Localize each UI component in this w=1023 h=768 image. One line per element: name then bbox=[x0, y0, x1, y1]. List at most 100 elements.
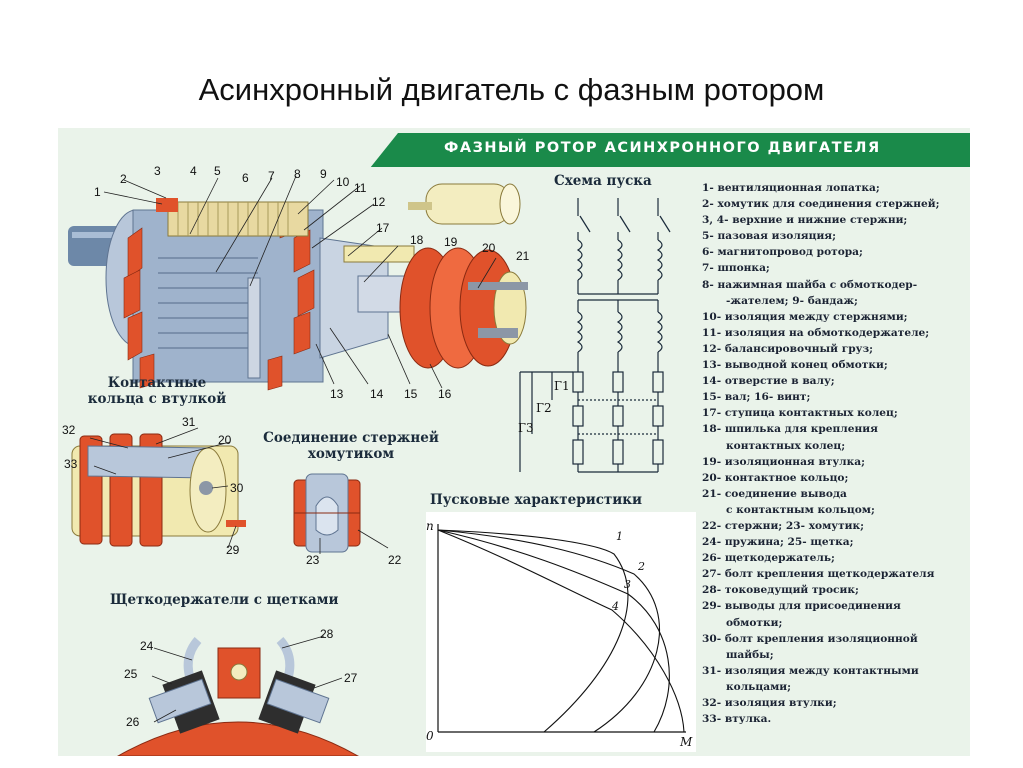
legend-item: 27- болт крепления щеткодержателя bbox=[702, 568, 935, 581]
curve-label-3: 3 bbox=[624, 578, 631, 591]
title-slip-rings-line2: кольца с втулкой bbox=[87, 391, 227, 407]
rotor-illustration bbox=[68, 183, 528, 391]
legend-item: 5- пазовая изоляция; bbox=[702, 230, 837, 243]
rotor-hub bbox=[319, 237, 389, 359]
banner-title: ФАЗНЫЙ РОТОР АСИНХРОННОГО ДВИГАТЕЛЯ bbox=[444, 140, 881, 156]
title-bar-joint-line2: хомутиком bbox=[307, 446, 395, 462]
legend-item: 21- соединение вывода bbox=[702, 487, 847, 500]
callout-6: 6 bbox=[242, 171, 249, 185]
chart-plot-area bbox=[426, 512, 696, 752]
legend-item: 22- стержни; 23- хомутик; bbox=[702, 519, 865, 532]
callout-11: 11 bbox=[354, 181, 367, 195]
poster-banner: ФАЗНЫЙ РОТОР АСИНХРОННОГО ДВИГАТЕЛЯ bbox=[58, 133, 970, 167]
start-scheme-circuit bbox=[519, 198, 671, 473]
callout-33: 33 bbox=[64, 457, 78, 471]
legend-item: 20- контактное кольцо; bbox=[702, 471, 849, 484]
scheme-labels: Г1 Г2 Г3 bbox=[518, 379, 570, 435]
callout-12: 12 bbox=[372, 195, 386, 209]
legend-item: 2- хомутик для соединения стержней; bbox=[702, 198, 940, 211]
callout-13: 13 bbox=[330, 387, 344, 401]
legend-item: шайбы; bbox=[726, 648, 774, 661]
brush-callouts: 24 28 25 27 26 bbox=[124, 627, 358, 729]
callout-15: 15 bbox=[404, 387, 418, 401]
callout-19: 19 bbox=[444, 235, 458, 249]
callout-17: 17 bbox=[376, 221, 390, 235]
chart-x-label: M bbox=[679, 735, 693, 749]
joint-callouts: 23 22 bbox=[306, 529, 402, 567]
callout-20: 20 bbox=[482, 241, 496, 255]
legend-item: 29- выводы для присоединения bbox=[702, 600, 901, 613]
legend-item: 6- магнитопровод ротора; bbox=[702, 246, 863, 259]
callout-2: 2 bbox=[120, 172, 127, 186]
shaft-highlight bbox=[72, 232, 120, 238]
brush-holder-illustration bbox=[116, 637, 360, 756]
slip-rings-illustration bbox=[71, 433, 246, 547]
title-bar-joint-line1: Соединение стержней bbox=[263, 430, 439, 446]
legend-item: 18- шпилька для крепления bbox=[702, 423, 878, 436]
legend-item: 19- изоляционная втулка; bbox=[702, 455, 866, 468]
title-slip-rings: Контактные кольца с втулкой bbox=[62, 375, 252, 407]
rotor-core-slots bbox=[158, 257, 258, 349]
title-start-scheme: Схема пуска bbox=[554, 173, 652, 189]
title-bar-joint: Соединение стержней хомутиком bbox=[256, 430, 446, 462]
legend-item: 33- втулка. bbox=[702, 713, 772, 726]
legend-item: 30- болт крепления изоляционной bbox=[702, 632, 918, 645]
callout-21: 21 bbox=[516, 249, 530, 263]
label-g2: Г2 bbox=[536, 401, 552, 415]
callout-7: 7 bbox=[268, 169, 275, 183]
curve-2 bbox=[437, 529, 660, 733]
legend-item: 24- пружина; 25- щетка; bbox=[702, 536, 854, 549]
callout-3: 3 bbox=[154, 164, 161, 178]
callout-27: 27 bbox=[344, 671, 358, 685]
callout-26: 26 bbox=[126, 715, 140, 729]
title-slip-rings-line1: Контактные bbox=[107, 375, 207, 391]
legend-item: с контактным кольцом; bbox=[726, 503, 875, 516]
legend-item: 7- шпонка; bbox=[702, 262, 770, 275]
title-start-characteristics: Пусковые характеристики bbox=[430, 492, 643, 508]
callout-1: 1 bbox=[94, 185, 101, 199]
legend-item: 17- ступица контактных колец; bbox=[702, 407, 898, 420]
insulating-sleeve-strip bbox=[343, 245, 415, 263]
legend-item: 13- выводной конец обмотки; bbox=[702, 359, 888, 372]
legend-item: 28- токоведущий тросик; bbox=[702, 584, 859, 597]
rotor-bandage bbox=[247, 277, 261, 379]
bar-joint-illustration bbox=[293, 473, 361, 553]
legend-item: кольцами; bbox=[726, 680, 792, 693]
legend-item: 14- отверстие в валу; bbox=[702, 375, 835, 388]
callout-18: 18 bbox=[410, 233, 424, 247]
legend-item: 32- изоляция втулки; bbox=[702, 697, 837, 709]
callout-5: 5 bbox=[214, 164, 221, 178]
label-g3: Г3 bbox=[518, 421, 534, 435]
callout-10: 10 bbox=[336, 175, 350, 189]
chart-origin-label: 0 bbox=[426, 729, 434, 743]
main-callouts: 1 2 3 4 5 6 7 8 9 10 11 12 13 14 15 16 1… bbox=[94, 164, 530, 401]
callout-24: 24 bbox=[140, 639, 154, 653]
legend-item: 12- балансировочный груз; bbox=[702, 342, 874, 355]
legend-item: 15- вал; 16- винт; bbox=[702, 391, 811, 404]
chart-curves bbox=[437, 529, 685, 733]
legend-item: 1- вентиляционная лопатка; bbox=[702, 182, 880, 194]
callout-32: 32 bbox=[62, 423, 76, 437]
callout-29: 29 bbox=[226, 543, 240, 557]
title-brush-holders: Щеткодержатели с щетками bbox=[110, 592, 339, 608]
callout-23: 23 bbox=[306, 553, 320, 567]
callout-25: 25 bbox=[124, 667, 138, 681]
curve-3 bbox=[437, 529, 670, 733]
chart-y-label: n bbox=[426, 519, 434, 533]
legend-item: 11- изоляция на обмоткодержателе; bbox=[702, 326, 930, 339]
slide-title: Асинхронный двигатель с фазным ротором bbox=[198, 72, 825, 107]
callout-30: 30 bbox=[230, 481, 244, 495]
callout-20b: 20 bbox=[218, 433, 232, 447]
ring-callouts: 32 31 20 33 30 29 bbox=[62, 415, 244, 557]
legend-item: -жателем; 9- бандаж; bbox=[726, 294, 858, 307]
callout-4: 4 bbox=[190, 164, 197, 178]
callout-14: 14 bbox=[370, 387, 384, 401]
legend-item: 26- щеткодержатель; bbox=[702, 552, 835, 565]
parts-legend: 1- вентиляционная лопатка; 2- хомутик для… bbox=[702, 180, 968, 727]
curve-label-4: 4 bbox=[611, 600, 619, 613]
callout-16: 16 bbox=[438, 387, 452, 401]
legend-item: 3, 4- верхние и нижние стержни; bbox=[702, 214, 908, 227]
curve-1 bbox=[437, 529, 629, 733]
insulating-sleeve-19 bbox=[408, 183, 521, 225]
rotor-slip-rings bbox=[399, 247, 528, 369]
